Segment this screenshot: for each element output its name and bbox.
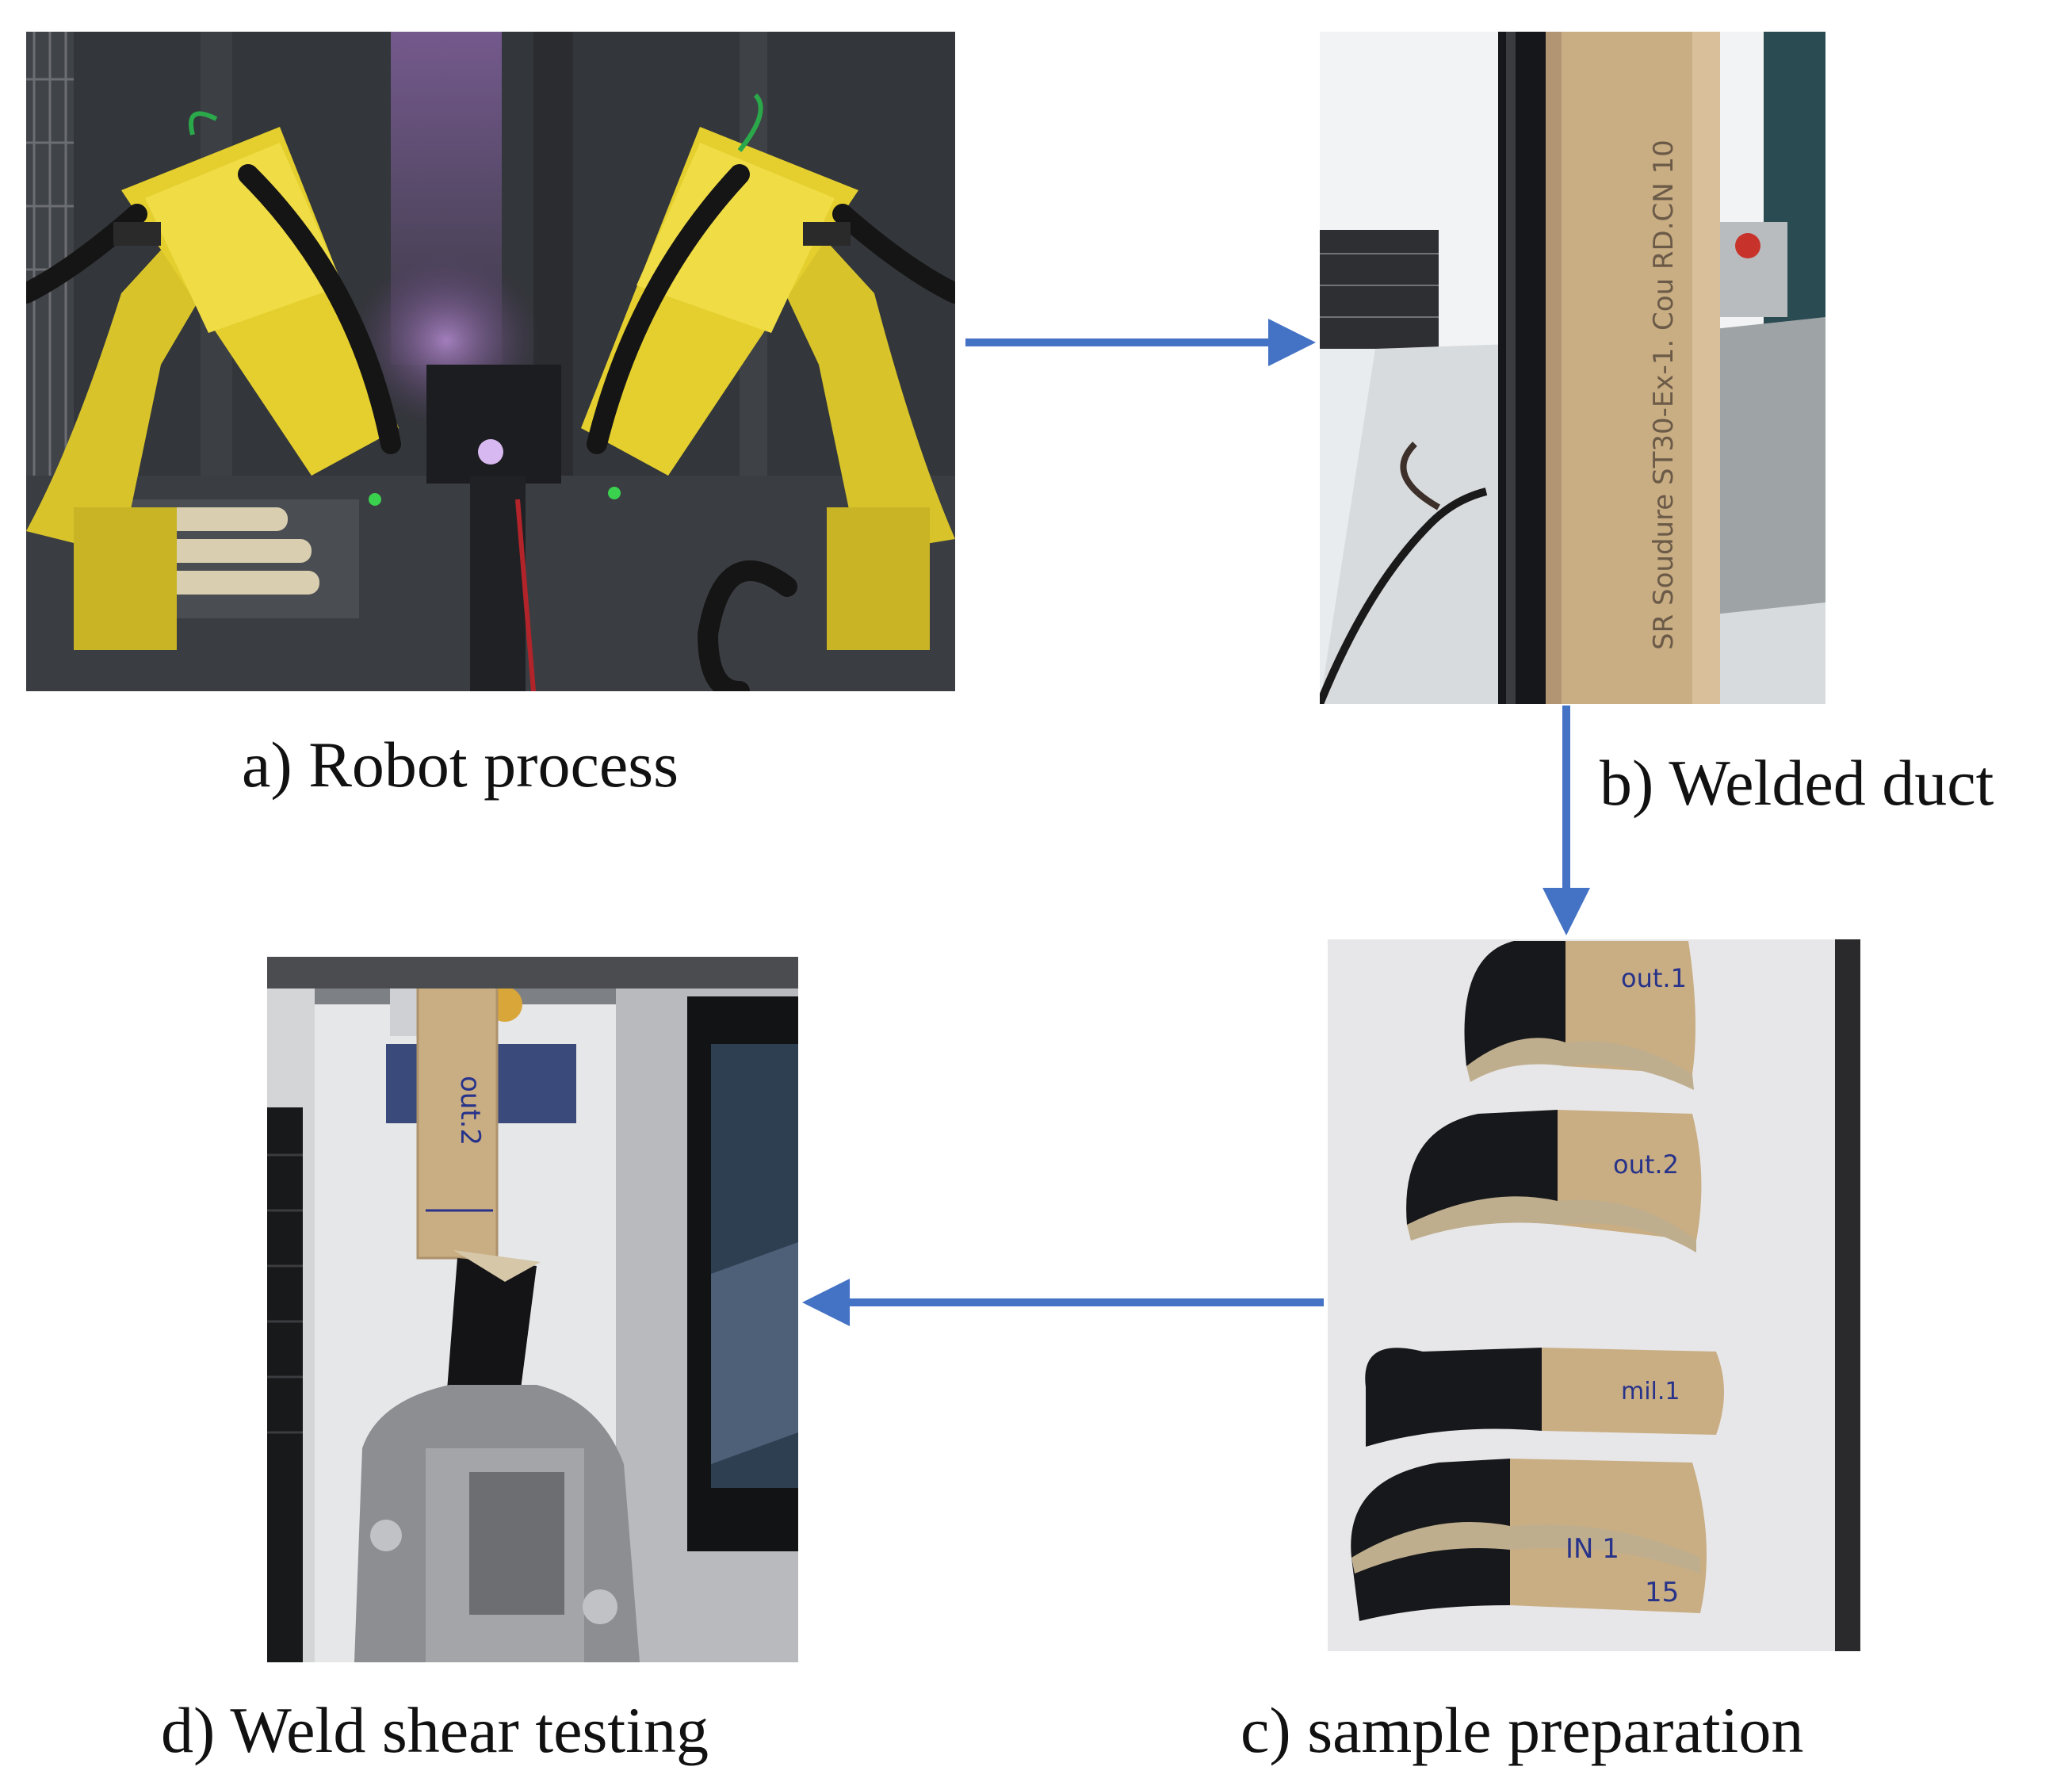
duct-handwriting: SR Soudure ST30-Ex-1. Cou RD.CN 10 bbox=[1648, 140, 1680, 650]
robot-process-photo bbox=[26, 32, 955, 691]
caption-robot-process: a) Robot process bbox=[242, 728, 679, 801]
ring-label-1: out.1 bbox=[1621, 963, 1687, 993]
arrow-b-to-c-head bbox=[1543, 888, 1590, 935]
sample-preparation-photo: out.1 out.2 mil.1 IN 1 15 bbox=[1328, 939, 1860, 1651]
strip-label: out.2 bbox=[454, 1076, 486, 1145]
ring-label-3: mil.1 bbox=[1621, 1378, 1680, 1405]
ring-label-2: out.2 bbox=[1613, 1149, 1679, 1180]
arrow-a-to-b-head bbox=[1268, 319, 1316, 366]
caption-sample-preparation: c) sample preparation bbox=[1241, 1694, 1804, 1766]
caption-weld-shear-testing: d) Weld shear testing bbox=[161, 1694, 709, 1766]
arrow-c-to-d-head bbox=[802, 1279, 850, 1326]
ring-label-4b: 15 bbox=[1645, 1577, 1679, 1608]
ring-label-4: IN 1 bbox=[1565, 1533, 1619, 1565]
caption-welded-duct: b) Welded duct bbox=[1600, 747, 1994, 819]
weld-shear-testing-photo: out.2 bbox=[267, 957, 798, 1662]
welded-duct-photo: SR Soudure ST30-Ex-1. Cou RD.CN 10 bbox=[1320, 32, 1825, 704]
